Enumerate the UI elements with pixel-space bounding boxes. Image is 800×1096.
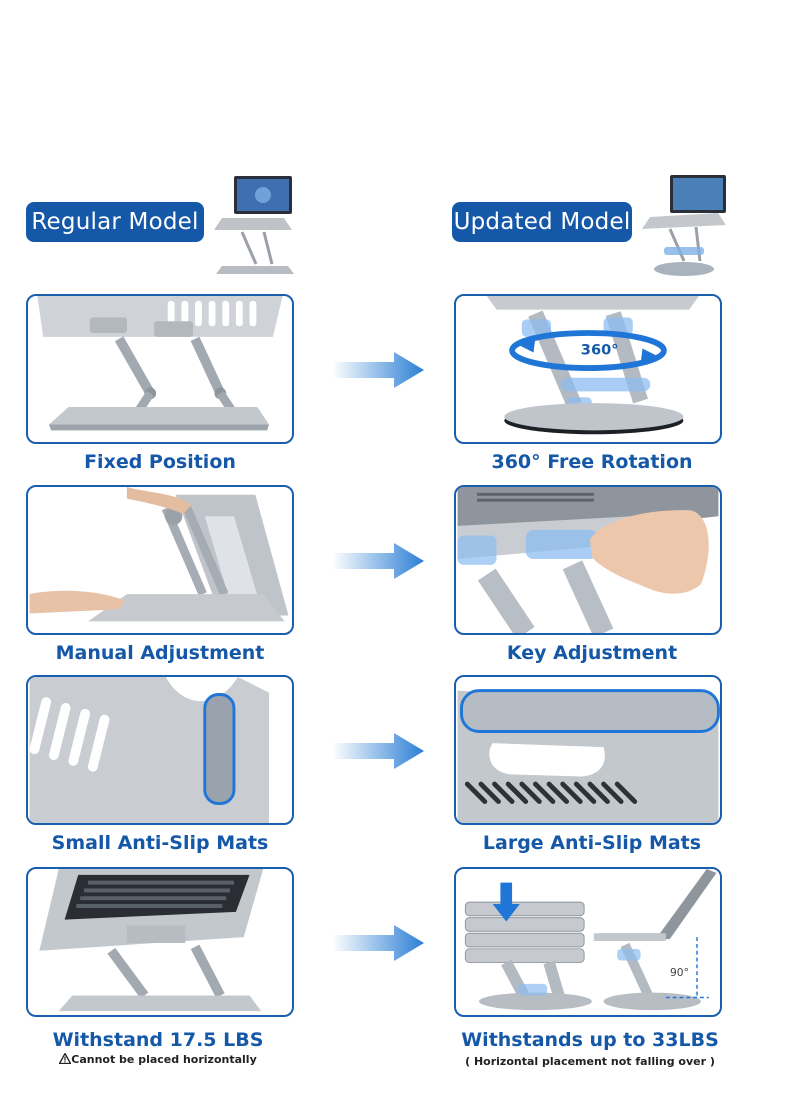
manual-stand-illustration xyxy=(29,487,289,622)
updated-weight-illustration: 90° xyxy=(464,869,717,1011)
regular-weight-illustration xyxy=(39,869,264,1012)
key-adjustment-panel xyxy=(454,485,722,635)
large-mats-panel xyxy=(454,675,722,825)
small-mats-panel xyxy=(26,675,294,825)
horizontal-placement-note: ( Horizontal placement not falling over … xyxy=(465,1055,715,1068)
updated-model-header: Updated Model xyxy=(452,202,632,242)
arrow-right-icon xyxy=(332,733,424,769)
warning-triangle-icon xyxy=(58,1052,72,1065)
key-stand-illustration xyxy=(457,487,719,633)
rotation-label: 360° xyxy=(581,341,619,358)
angle-label: 90° xyxy=(670,966,689,979)
manual-adjustment-caption: Manual Adjustment xyxy=(55,642,265,664)
weight-updated-panel: 90° xyxy=(454,867,722,1017)
fixed-position-panel xyxy=(26,294,294,444)
updated-model-thumbnail xyxy=(642,175,726,276)
large-mats-caption: Large Anti-Slip Mats xyxy=(482,832,702,854)
key-adjustment-caption: Key Adjustment xyxy=(506,642,678,664)
weight-regular-panel xyxy=(26,867,294,1017)
free-rotation-caption: 360° Free Rotation xyxy=(491,451,693,473)
small-mats-caption: Small Anti-Slip Mats xyxy=(51,832,269,854)
large-mats-illustration xyxy=(457,689,720,823)
withstand-regular-caption: Withstand 17.5 LBS xyxy=(52,1029,264,1051)
small-mats-illustration xyxy=(29,677,270,823)
horizontal-warning: Cannot be placed horizontally xyxy=(8,1052,308,1066)
manual-adjustment-panel xyxy=(26,485,294,635)
withstand-updated-caption: Withstands up to 33LBS xyxy=(461,1029,719,1051)
arrow-right-icon xyxy=(332,925,424,961)
regular-model-thumbnail xyxy=(214,176,294,274)
regular-model-header: Regular Model xyxy=(26,202,204,242)
rotating-stand-illustration: 360° xyxy=(486,296,699,435)
arrow-right-icon xyxy=(332,352,424,388)
fixed-position-caption: Fixed Position xyxy=(84,451,236,473)
free-rotation-panel: 360° xyxy=(454,294,722,444)
arrow-right-icon xyxy=(332,543,424,579)
fixed-stand-illustration xyxy=(37,296,283,431)
